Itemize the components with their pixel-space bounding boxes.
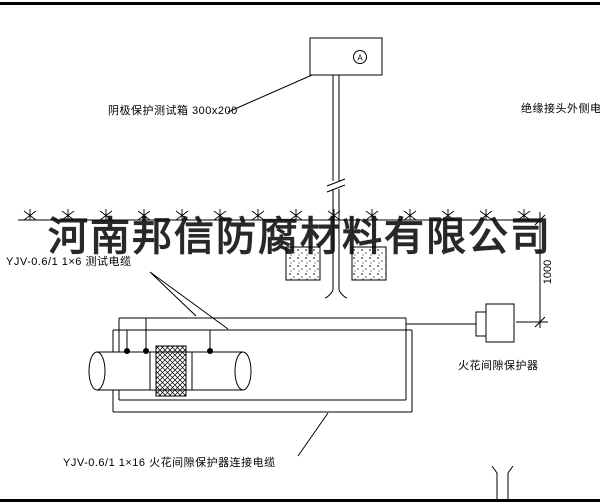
test-box-label: 阴极保护测试箱 300x200 [108,105,238,117]
joint-flanges [149,352,193,390]
terminal-circle [353,50,367,64]
conduit-break-symbol [326,178,346,193]
protector-body [485,303,515,343]
lug-risers [126,318,211,351]
upper-cable-pair [113,317,412,331]
pipe-end-left [88,351,106,391]
label-leaders [149,271,329,457]
concrete-block-right [351,246,387,281]
test-box-leader-line [227,74,313,113]
outer-cable-label: 绝缘接头外侧电缆 [521,103,600,115]
protector-mount [475,311,487,337]
insulating-joint [155,345,187,397]
bottom-edge-detail-symbol [491,465,514,500]
protector-cable-leader [297,412,329,457]
test-cable-leaders [149,271,229,330]
spark-gap-protector-label: 火花间隙保护器 [458,360,539,372]
right-cable-drop [405,318,413,412]
test-box: A [309,37,383,76]
ground-line [18,208,540,221]
left-cable-drop [112,318,120,352]
concrete-block-left [285,246,321,281]
protector-cable-label: YJV-0.6/1 1×16 火花间隙保护器连接电缆 [63,457,276,469]
pipe-end-right [234,351,252,391]
dimension-text: 1000 [542,260,554,284]
terminal-symbol: A [357,54,363,63]
dimension-1000: 1000 [516,212,554,328]
spark-gap-protector [475,303,515,343]
left-cable-stub [112,390,120,412]
concrete-blocks [285,246,387,281]
cable-end-hooks [324,289,348,299]
lower-cable-pair [113,399,412,413]
pipeline [88,345,252,397]
riser-conduit [324,75,348,299]
test-cable-label: YJV-0.6/1 1×6 测试电缆 [6,256,132,268]
cable-runs [112,317,476,413]
